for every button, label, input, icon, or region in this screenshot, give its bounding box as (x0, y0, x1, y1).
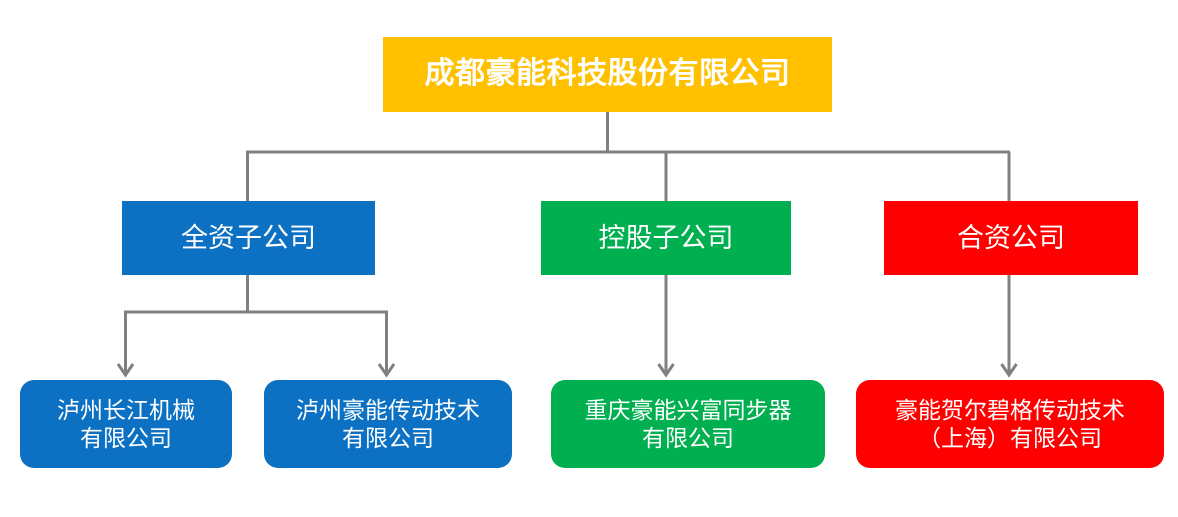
node-subsidiary-chongqing-xingfu[interactable]: 重庆豪能兴富同步器 有限公司 (551, 380, 825, 468)
arrowhead-icon-xingfu (657, 363, 675, 378)
node-subsidiary-hoerbiger-shanghai[interactable]: 豪能贺尔碧格传动技术 （上海）有限公司 (856, 380, 1164, 468)
arrowhead-icon-changjiang (116, 363, 135, 378)
arrowhead-icon-hoerbiger (1000, 363, 1018, 378)
node-subsidiary-luzhou-changjiang[interactable]: 泸州长江机械 有限公司 (20, 380, 232, 468)
node-root-company[interactable]: 成都豪能科技股份有限公司 (383, 37, 832, 112)
node-category-joint-venture[interactable]: 合资公司 (884, 201, 1138, 275)
arrowhead-icon-haoneng (377, 363, 396, 378)
node-category-wholly-owned[interactable]: 全资子公司 (122, 201, 375, 275)
node-category-holding[interactable]: 控股子公司 (541, 201, 791, 275)
node-subsidiary-luzhou-haoneng[interactable]: 泸州豪能传动技术 有限公司 (264, 380, 512, 468)
